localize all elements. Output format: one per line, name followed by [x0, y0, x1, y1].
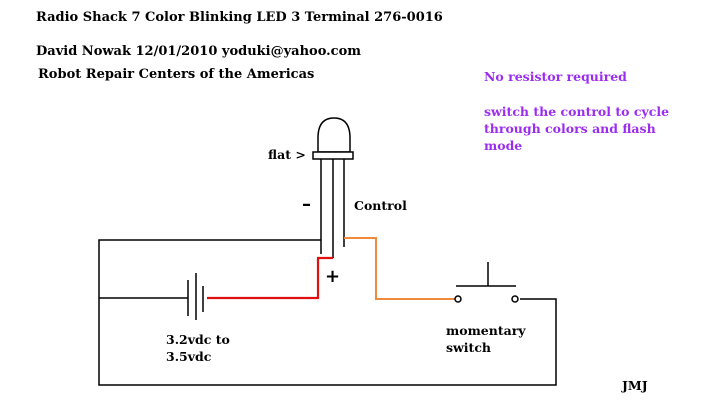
- led-flange: [312, 151, 354, 160]
- note-switch-control: switch the control to cycle: [484, 104, 670, 119]
- negative-wire: [98, 239, 557, 386]
- organization-line: Robot Repair Centers of the Americas: [38, 67, 315, 82]
- switch-contact-right: [511, 295, 519, 303]
- switch-label-1: momentary: [446, 323, 526, 338]
- note-cycle-colors: through colors and flash: [484, 121, 656, 136]
- control-label: Control: [354, 198, 407, 213]
- note-no-resistor: No resistor required: [484, 69, 627, 84]
- signature: JMJ: [622, 378, 648, 393]
- control-wire: [344, 237, 455, 300]
- diagram-title: Radio Shack 7 Color Blinking LED 3 Termi…: [36, 10, 443, 25]
- flat-label: flat >: [268, 147, 306, 162]
- positive-wire: [207, 256, 333, 300]
- switch-contact-left: [454, 295, 462, 303]
- minus-label: –: [302, 194, 311, 215]
- led-dome: [317, 117, 351, 153]
- note-mode: mode: [484, 138, 523, 153]
- battery-voltage-label-1: 3.2vdc to: [166, 332, 230, 347]
- plus-label: +: [325, 266, 341, 287]
- battery-voltage-label-2: 3.5vdc: [166, 349, 212, 364]
- author-line: David Nowak 12/01/2010 yoduki@yahoo.com: [36, 44, 362, 59]
- switch-label-2: switch: [446, 340, 492, 355]
